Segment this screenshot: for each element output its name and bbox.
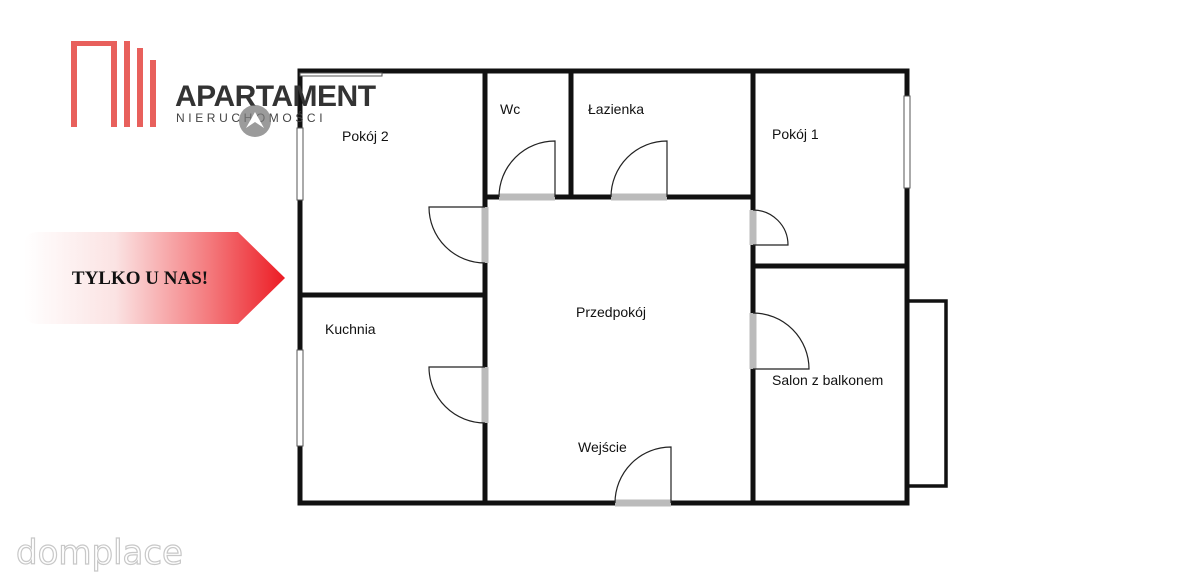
door-pokoj-2: [428, 206, 486, 264]
door-salon: [752, 312, 810, 370]
logo-name: APARTAMENT: [175, 80, 376, 113]
room-label-pokoj-1: Pokój 1: [772, 126, 819, 142]
room-label-pokoj-2: Pokój 2: [342, 128, 389, 144]
door-wc: [498, 140, 556, 198]
room-label-wc: Wc: [500, 101, 520, 117]
door-pokoj-1: [752, 209, 789, 246]
door-kuchnia: [428, 366, 486, 424]
promo-badge-text: TYLKO U NAS!: [72, 268, 208, 289]
room-label-wejscie: Wejście: [578, 439, 627, 455]
windows: [296, 72, 911, 447]
logo: APARTAMENT NIERUCHOMOŚCI: [71, 41, 376, 137]
room-label-lazienka: Łazienka: [588, 101, 644, 117]
door-entrance: [614, 446, 672, 504]
logo-badge-icon: [239, 105, 271, 137]
window-pokoj-1: [903, 95, 911, 189]
room-labels: Pokój 2 Wc Łazienka Pokój 1 Kuchnia Prze…: [325, 101, 883, 455]
room-label-salon: Salon z balkonem: [772, 372, 883, 388]
doors: [428, 140, 810, 504]
door-lazienka: [610, 140, 668, 198]
logo-mark-icon: [71, 41, 156, 127]
window-kuchnia: [296, 349, 304, 447]
balcony: [909, 299, 948, 488]
window-top-left: [299, 72, 383, 77]
window-pokoj-2: [296, 127, 304, 201]
promo-badge: TYLKO U NAS!: [24, 232, 285, 324]
interior-walls: [297, 68, 910, 506]
watermark: domplace: [16, 533, 183, 573]
room-label-kuchnia: Kuchnia: [325, 321, 376, 337]
door-openings: [481, 193, 757, 507]
room-label-przedpokoj: Przedpokój: [576, 304, 646, 320]
